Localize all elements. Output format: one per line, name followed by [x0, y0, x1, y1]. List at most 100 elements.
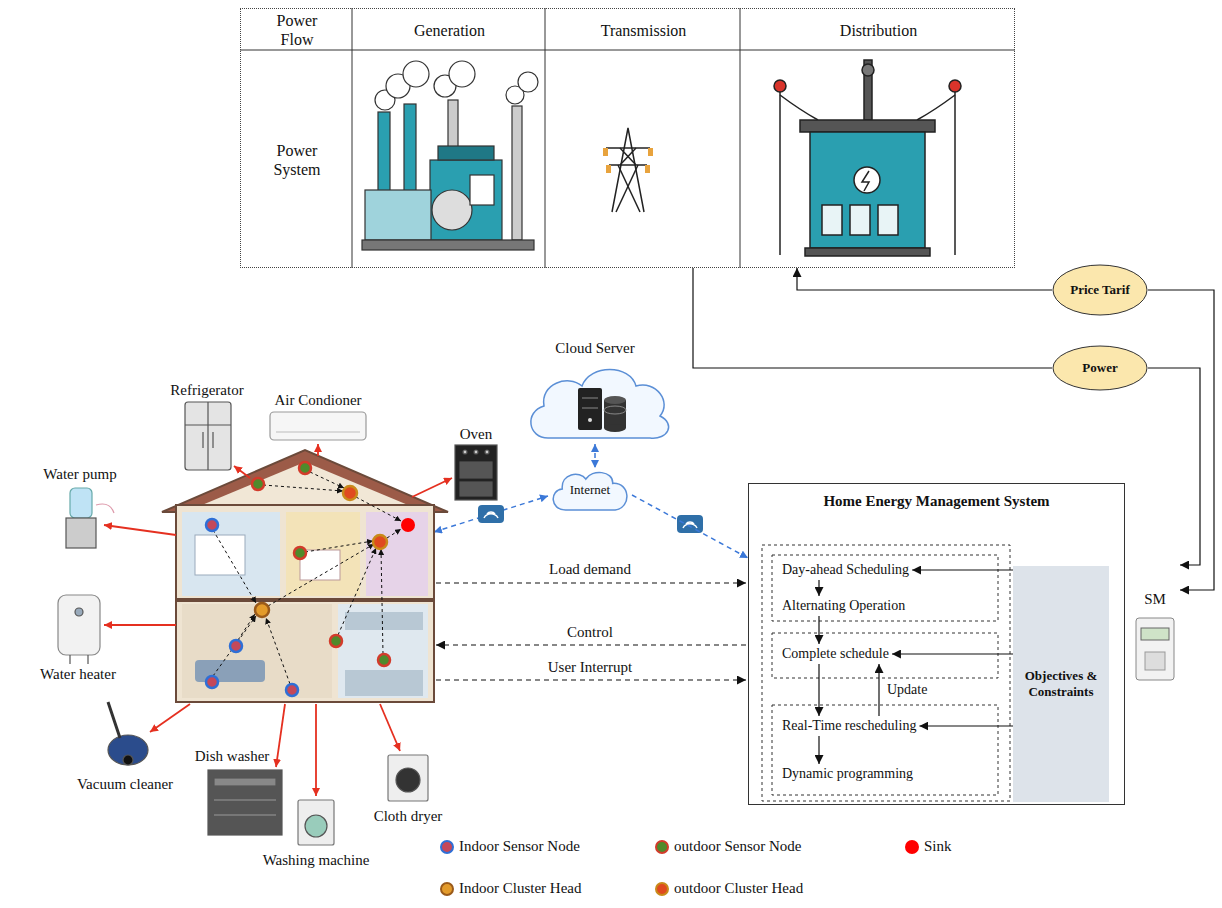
- connector: [919, 725, 1013, 726]
- cloud-server-icon: [531, 370, 669, 439]
- schedule-step: Alternating Operation: [779, 596, 908, 616]
- connector: [594, 444, 596, 468]
- cloud-server-icon: [578, 388, 602, 430]
- transmission-tower: [612, 128, 644, 212]
- cloud-server-icon: [604, 400, 626, 428]
- label-text: Water pump: [41, 466, 118, 483]
- house: [345, 612, 423, 630]
- sensor-nodes: [343, 486, 357, 500]
- label-text: Dish washer: [193, 748, 272, 765]
- node-text: Real-Time rescheduling: [782, 717, 916, 735]
- transmission-tower: [606, 165, 611, 173]
- label-text: Refrigerator: [168, 382, 245, 399]
- wifi-link: [478, 505, 504, 523]
- table-grid: [240, 8, 1015, 268]
- appliance-icons: [212, 432, 213, 448]
- power-plant: [518, 72, 538, 92]
- label-text: Control: [565, 624, 615, 641]
- sensor-links: [310, 472, 344, 488]
- sensor-nodes: [286, 684, 298, 696]
- legend-item: Indoor Cluster Head: [440, 880, 581, 897]
- label-text: User Interrupt: [546, 659, 635, 676]
- node-text: Cloud Server: [515, 340, 675, 357]
- label-text: Oven: [458, 426, 495, 443]
- transmission-tower: [645, 165, 650, 173]
- appliance-icons: [270, 412, 366, 440]
- legend-item: outdoor Cluster Head: [655, 880, 803, 897]
- wifi-link: [677, 515, 703, 533]
- appliance-icons: [208, 770, 282, 835]
- legend-text: Indoor Cluster Head: [459, 880, 581, 897]
- appliance-icons: [485, 450, 489, 454]
- appliance-icons: [207, 402, 208, 470]
- hems-frames: [762, 545, 1010, 801]
- appliance-icons: [388, 755, 428, 801]
- house: [366, 512, 428, 596]
- sensor-nodes: [401, 518, 415, 532]
- power-plant: [362, 240, 534, 250]
- power-plant: [449, 61, 475, 87]
- house: [182, 604, 332, 698]
- appliance-icons: [58, 402, 497, 845]
- transformer: [800, 120, 935, 132]
- power-plant: [430, 160, 502, 240]
- transformer: [805, 248, 930, 256]
- appliance-icons: [214, 778, 276, 786]
- cloud-server-icon: [531, 370, 669, 439]
- hems-frames: [762, 545, 1010, 801]
- label-text: Cloth dryer: [372, 808, 445, 825]
- transmission-tower: [606, 147, 650, 149]
- sensor-links: [263, 485, 343, 491]
- sensor-nodes: [206, 676, 218, 688]
- smart-meter: SM: [1130, 555, 1180, 685]
- sensor-nodes: [378, 654, 390, 666]
- transformer: [810, 132, 925, 248]
- transmission-tower: [648, 148, 653, 156]
- power-plant: [512, 106, 522, 240]
- sensor-nodes: [299, 462, 311, 474]
- appliance-arrows: [380, 704, 400, 751]
- node-text: Dynamic programming: [782, 765, 913, 783]
- transmission-tower: [603, 128, 653, 212]
- legend-item: outdoor Sensor Node: [655, 838, 802, 855]
- table-grid: [352, 8, 353, 268]
- connector: [818, 664, 819, 716]
- sensor-nodes: [294, 547, 306, 559]
- node-text: Complete schedule: [782, 645, 889, 663]
- objectives-band: Objectives & Constraints: [1013, 566, 1109, 802]
- legend-item: Indoor Sensor Node: [440, 838, 580, 855]
- label-text: Water heater: [38, 666, 118, 683]
- wifi-link: [434, 496, 548, 532]
- appliance-icons: [474, 450, 478, 454]
- hems-box: Home Energy Management SystemDay-ahead S…: [748, 483, 1125, 805]
- transformer: [774, 80, 786, 92]
- transformer: [779, 92, 781, 255]
- transformer: [854, 167, 880, 193]
- legend-swatch: [655, 882, 669, 896]
- legend-swatch: [440, 882, 454, 896]
- smart-meter: [1136, 618, 1174, 680]
- appliance-icons: [463, 450, 467, 454]
- node-text: Home Energy Management System: [822, 484, 1052, 510]
- transmission-tower: [620, 148, 636, 165]
- sensor-links: [356, 497, 401, 521]
- node-text: Price Tarif: [1070, 282, 1130, 298]
- appliance-icons: [202, 432, 203, 448]
- schedule-step: Day-ahead Scheduling: [779, 560, 912, 580]
- connector: [632, 495, 748, 558]
- hems-frames: [772, 705, 998, 795]
- connector: [693, 268, 1052, 368]
- table-grid: [545, 8, 546, 268]
- transformer: [954, 92, 956, 255]
- cloud-server-icon: [582, 398, 598, 399]
- appliance-icons: [108, 735, 148, 765]
- sensor-nodes: [373, 535, 387, 549]
- transformer: [774, 60, 961, 256]
- house: [162, 450, 448, 702]
- transmission-tower: [618, 165, 640, 212]
- power-system-table: Power FlowGenerationTransmissionDistribu…: [240, 8, 1015, 268]
- connector: [892, 653, 1013, 654]
- table-grid: [240, 50, 1015, 51]
- power-plant: [470, 175, 494, 205]
- smart-meter: [1136, 618, 1174, 680]
